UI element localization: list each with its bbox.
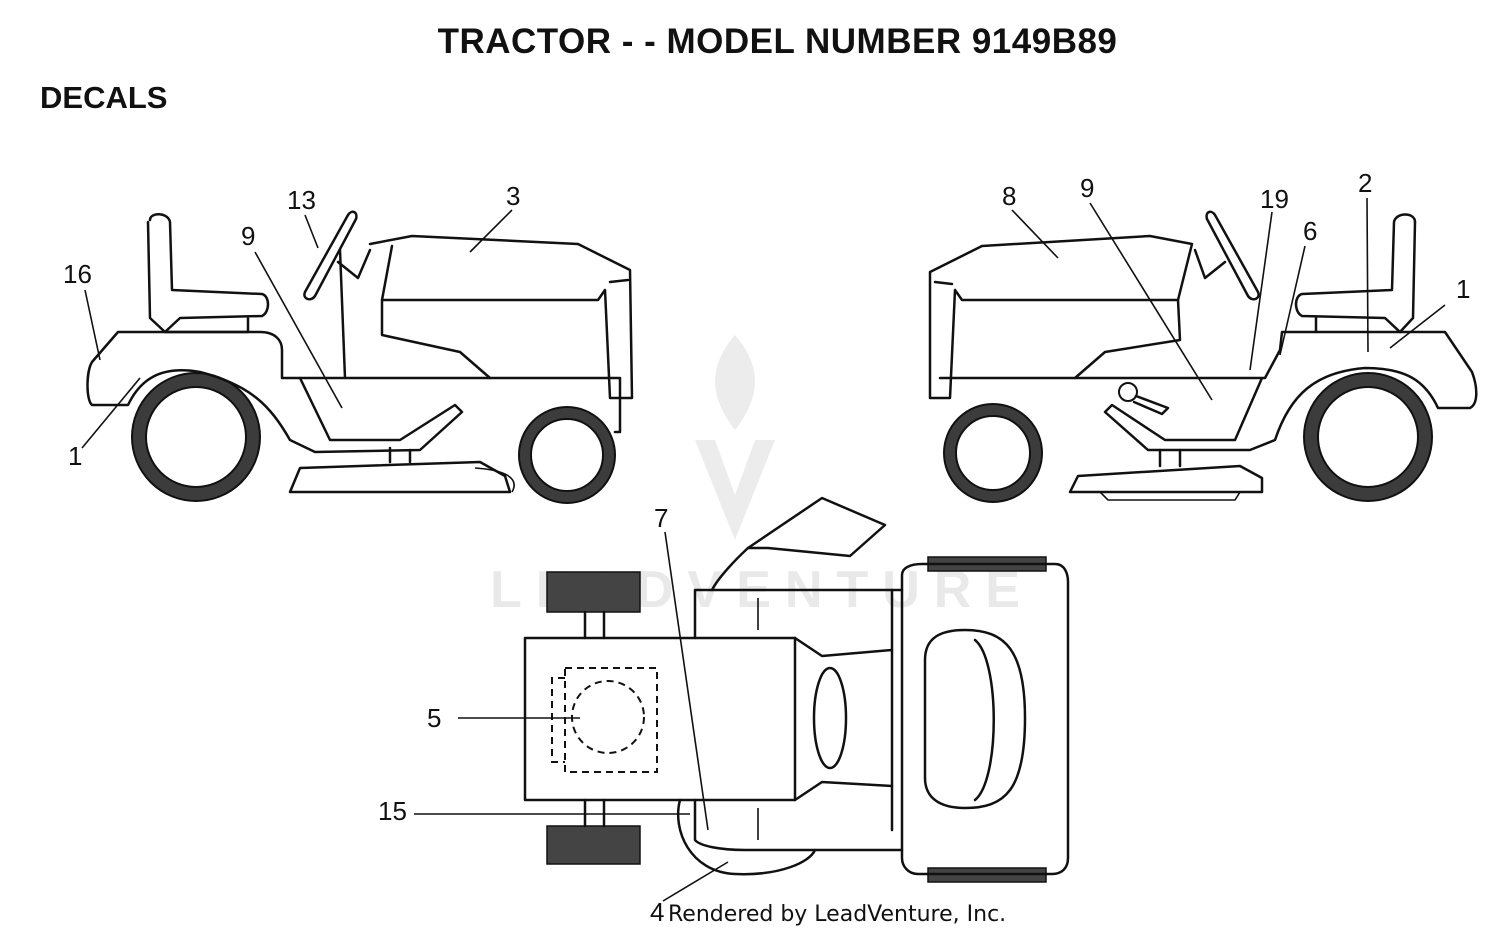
- callout-1-right: 1: [1456, 274, 1470, 304]
- callout-3: 3: [506, 181, 520, 211]
- page-title: TRACTOR - - MODEL NUMBER 9149B89: [437, 22, 1118, 61]
- right-side-view: [928, 210, 1478, 503]
- callout-7: 7: [654, 503, 668, 533]
- left-view-callouts: 16 13 3 9 1: [63, 181, 520, 471]
- callout-19: 19: [1260, 184, 1289, 214]
- callout-9-right: 9: [1080, 173, 1094, 203]
- top-view-callouts: 7 5 15 4: [378, 503, 729, 927]
- right-view-callouts: 8 9 19 2 6 1: [1002, 168, 1470, 401]
- callout-13: 13: [287, 185, 316, 215]
- left-side-view: [86, 210, 634, 504]
- callout-2: 2: [1358, 168, 1372, 198]
- seat-top: [923, 628, 1027, 810]
- callout-9: 9: [241, 221, 255, 251]
- rear-fender: [900, 562, 1070, 876]
- top-view: [523, 496, 1070, 883]
- section-title: DECALS: [40, 80, 168, 115]
- front-tire-top: [546, 571, 641, 613]
- callout-5: 5: [427, 703, 441, 733]
- callout-6: 6: [1303, 216, 1317, 246]
- callout-16: 16: [63, 259, 92, 289]
- callout-8: 8: [1002, 181, 1016, 211]
- hood: [523, 636, 797, 802]
- callout-4: 4: [650, 897, 664, 927]
- render-credit: Rendered by LeadVenture, Inc.: [668, 902, 1007, 927]
- callout-15: 15: [378, 796, 407, 826]
- front-tire-bottom: [546, 825, 641, 865]
- callout-1-left: 1: [68, 441, 82, 471]
